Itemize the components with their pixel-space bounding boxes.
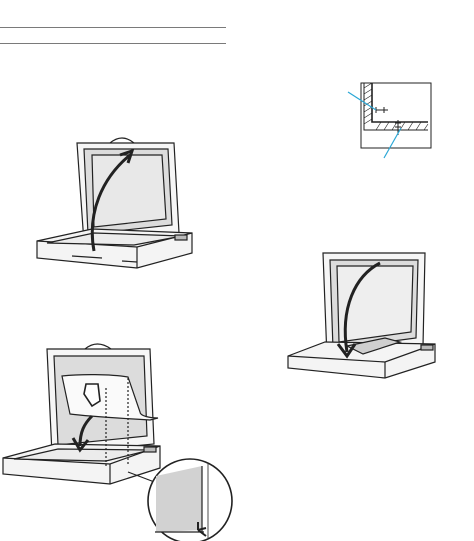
close-cover-illustration — [285, 248, 440, 388]
place-document-illustration — [0, 343, 233, 541]
header-rule-bottom — [0, 43, 226, 44]
open-cover-illustration — [32, 133, 202, 278]
corner-alignment-illustration — [346, 80, 436, 180]
header-rule-top — [0, 27, 226, 28]
